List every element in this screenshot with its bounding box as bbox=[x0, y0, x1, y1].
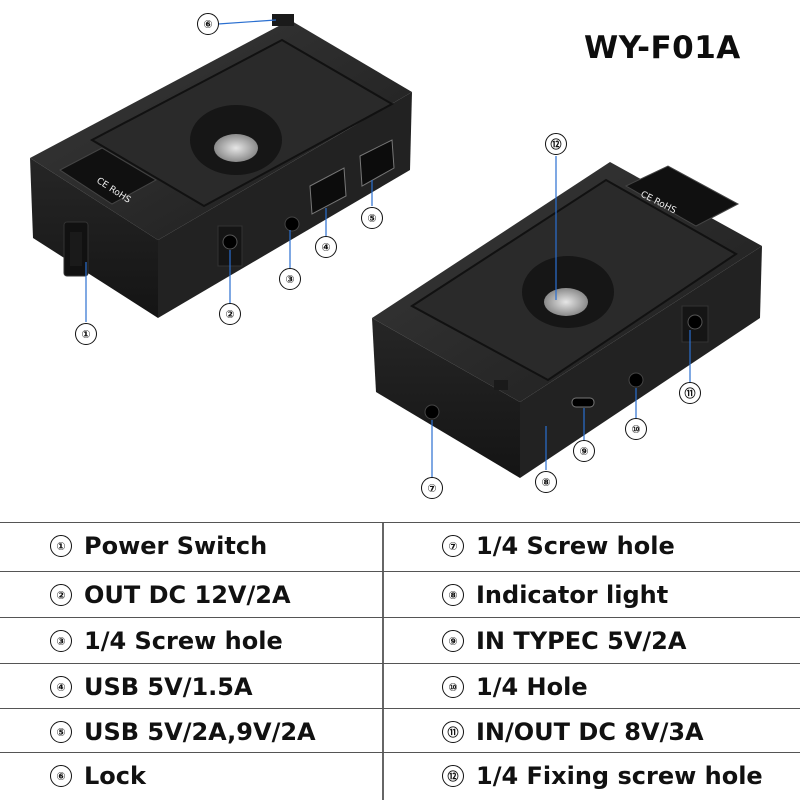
callout-lines bbox=[85, 19, 691, 478]
row-number: ① bbox=[50, 535, 72, 557]
spec-label: USB 5V/1.5A bbox=[84, 673, 253, 701]
row-number: ③ bbox=[50, 630, 72, 652]
spec-label: 1/4 Hole bbox=[476, 673, 588, 701]
callout-11: ⑪ bbox=[679, 382, 701, 404]
spec-label: Power Switch bbox=[84, 532, 268, 560]
row-number: ④ bbox=[50, 676, 72, 698]
spec-label: Lock bbox=[84, 762, 146, 790]
spec-label: 1/4 Screw hole bbox=[84, 627, 283, 655]
callout-4: ④ bbox=[315, 236, 337, 258]
row-number: ⑦ bbox=[442, 535, 464, 557]
spec-label: OUT DC 12V/2A bbox=[84, 581, 291, 609]
row-number: ⑩ bbox=[442, 676, 464, 698]
table-column-divider bbox=[382, 522, 384, 800]
callout-1: ① bbox=[75, 323, 97, 345]
callout-7: ⑦ bbox=[421, 477, 443, 499]
spec-label: 1/4 Fixing screw hole bbox=[476, 762, 763, 790]
callout-8: ⑧ bbox=[535, 471, 557, 493]
table-row: ① Power Switch ⑦ 1/4 Screw hole bbox=[0, 522, 800, 568]
row-number: ② bbox=[50, 584, 72, 606]
row-number: ⑫ bbox=[442, 765, 464, 787]
row-number: ⑤ bbox=[50, 721, 72, 743]
callout-9: ⑨ bbox=[573, 440, 595, 462]
right-unit: CE RoHS bbox=[372, 162, 762, 478]
callout-10: ⑩ bbox=[625, 418, 647, 440]
row-number: ⑨ bbox=[442, 630, 464, 652]
row-number: ⑧ bbox=[442, 584, 464, 606]
spec-label: USB 5V/2A,9V/2A bbox=[84, 718, 316, 746]
callout-3: ③ bbox=[279, 268, 301, 290]
table-row: ③ 1/4 Screw hole ⑨ IN TYPEC 5V/2A bbox=[0, 617, 800, 663]
callout-12: ⑫ bbox=[545, 133, 567, 155]
table-row: ② OUT DC 12V/2A ⑧ Indicator light bbox=[0, 571, 800, 617]
spec-label: Indicator light bbox=[476, 581, 669, 609]
table-row: ⑥ Lock ⑫ 1/4 Fixing screw hole bbox=[0, 752, 800, 800]
callout-5: ⑤ bbox=[361, 207, 383, 229]
spec-label: IN/OUT DC 8V/3A bbox=[476, 718, 704, 746]
model-title: WY-F01A bbox=[584, 30, 741, 66]
row-number: ⑪ bbox=[442, 721, 464, 743]
callout-6: ⑥ bbox=[197, 13, 219, 35]
table-row: ⑤ USB 5V/2A,9V/2A ⑪ IN/OUT DC 8V/3A bbox=[0, 708, 800, 754]
spec-label: IN TYPEC 5V/2A bbox=[476, 627, 687, 655]
left-unit: CE RoHS bbox=[30, 14, 412, 318]
table-row: ④ USB 5V/1.5A ⑩ 1/4 Hole bbox=[0, 663, 800, 709]
product-photo: CE RoHS CE RoHS bbox=[30, 14, 762, 478]
callout-2: ② bbox=[219, 303, 241, 325]
spec-label: 1/4 Screw hole bbox=[476, 532, 675, 560]
row-number: ⑥ bbox=[50, 765, 72, 787]
